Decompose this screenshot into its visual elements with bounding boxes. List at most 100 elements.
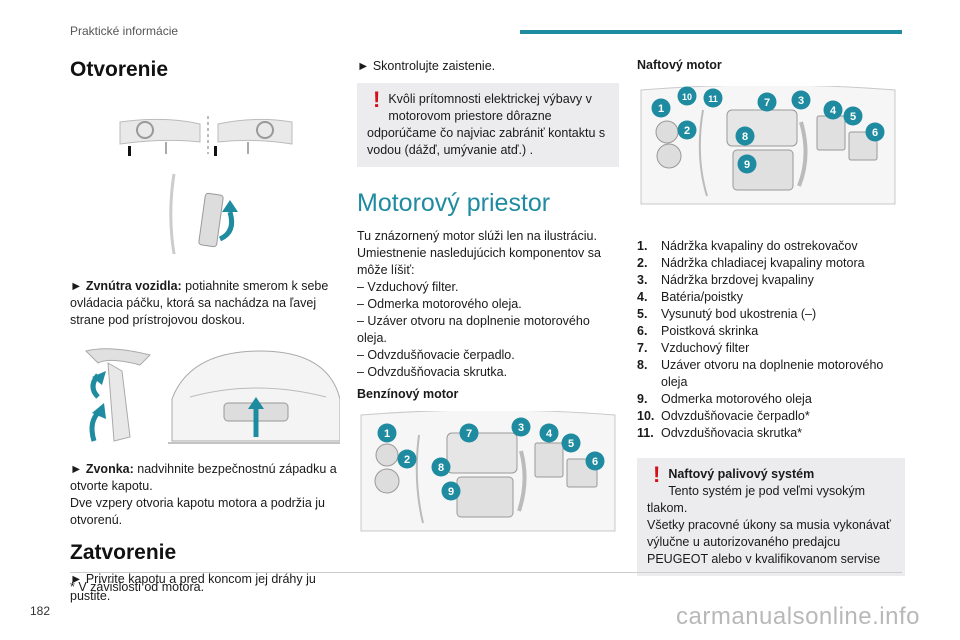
callout-label: 10 [682,92,692,102]
engine-intro: Tu znázornený motor slúži len na ilustrá… [357,229,601,277]
callout-6: 6 [865,122,885,142]
callout-6: 6 [585,451,605,471]
callout-2: 2 [397,449,417,469]
legend-number: 3. [637,273,648,287]
legend-number: 6. [637,324,648,338]
component-legend: 1. Nádržka kvapaliny do ostrekovačov 2. Nád… [637,238,905,442]
callout-3: 3 [791,90,811,110]
callout-label: 1 [658,103,664,115]
callout-label: 3 [518,422,524,434]
diesel-fuel-warning-text2: Všetky pracovné úkony sa musia vykonávať… [647,518,891,566]
legend-number: 11. [637,426,654,440]
callout-label: 4 [546,428,553,440]
callout-circle [843,106,863,126]
legend-number: 10. [637,409,655,423]
callout-label: 5 [850,111,856,123]
petrol-engine-title: Benzínový motor [357,387,459,401]
callout-circle [791,90,811,110]
legend-item: 5. Vysunutý bod ukostrenia (–) [637,306,905,323]
running-header: Praktické informácie [70,24,179,38]
check-lock-step: ► Skontrolujte zaistenie. [357,59,496,73]
legend-number: 8. [637,358,648,372]
callout-7: 7 [757,92,777,112]
callout-circle [431,457,451,477]
callout-circle [539,423,559,443]
callout-2: 2 [677,120,697,140]
watermark: carmanualsonline.info [676,603,920,630]
callout-1: 1 [651,98,671,118]
legend-item: 6. Poistková skrinka [637,323,905,340]
inside-vehicle-step: ► Zvnútra vozidla: potiahnite smerom k s… [70,279,329,327]
legend-text: Nádržka chladiacej kvapaliny motora [661,256,865,270]
diesel-fuel-warning-text: Tento systém je pod veľmi vysokým tlakom… [647,484,866,515]
legend-item: 10. Odvzdušňovacie čerpadlo* [637,408,905,425]
callout-label: 5 [568,438,574,450]
callout-circle [377,423,397,443]
legend-item: 3. Nádržka brzdovej kvapaliny [637,272,905,289]
footnote: * V závislosti od motora. [70,580,205,594]
legend-item: 2. Nádržka chladiacej kvapaliny motora [637,255,905,272]
legend-item: 9.Odmerka motorového oleja [637,391,905,408]
list-item: – Vzduchový filter. [357,280,459,294]
list-item: – Uzáver otvoru na doplnenie motorového … [357,314,590,345]
callout-circle [397,449,417,469]
callout-label: 2 [404,454,410,466]
callout-9: 9 [737,154,757,174]
callout-circle [703,88,723,108]
outside-vehicle-step: ► Zvonka: nadvihnite bezpečnostnú západk… [70,462,337,493]
legend-item: 11. Odvzdušňovacia skrutka* [637,425,905,442]
callout-circle [441,481,461,501]
callout-label: 4 [830,105,837,117]
callout-label: 1 [384,428,390,440]
legend-number: 5. [637,307,648,321]
closing-title: Zatvorenie [70,541,177,564]
callout-8: 8 [431,457,451,477]
list-item: – Odmerka motorového oleja. [357,297,522,311]
component-list: – Vzduchový filter. – Odmerka motorového… [357,279,619,381]
list-item: – Odvzdušňovacia skrutka. [357,365,508,379]
callout-circle [865,122,885,142]
callout-4: 4 [823,100,843,120]
callout-circle [737,154,757,174]
legend-text: Poistková skrinka [661,324,759,338]
callout-8: 8 [735,126,755,146]
callout-circle [757,92,777,112]
callout-label: 8 [742,131,748,143]
callout-label: 11 [708,94,718,104]
legend-text: Vysunutý bod ukostrenia (–) [661,307,817,321]
page-number: 182 [30,604,51,618]
diesel-engine-diagram: 1 10 11 7 3 4 56 2 8 9 [640,86,896,205]
diesel-engine-title: Naftový motor [637,58,722,72]
legend-text: Nádržka kvapaliny do ostrekovačov [661,239,858,253]
callout-circle [823,100,843,120]
warning-icon: ! [653,462,661,487]
callout-circle [561,433,581,453]
legend-item: 1. Nádržka kvapaliny do ostrekovačov [637,238,905,255]
legend-number: 1. [637,239,648,253]
callout-10: 10 [677,86,697,106]
legend-text: Batéria/poistky [661,290,743,304]
callout-1: 1 [377,423,397,443]
callout-4: 4 [539,423,559,443]
callout-label: 2 [684,125,690,137]
legend-text: Odvzdušňovacia skrutka* [661,426,803,440]
water-warning-text: Kvôli prítomnosti elektrickej výbavy v m… [367,92,606,157]
legend-text: Nádržka brzdovej kvapaliny [661,273,814,287]
warning-icon: ! [373,87,381,112]
footnote-divider [70,572,902,573]
dashboard-lever-illustration [119,116,293,254]
callout-5: 5 [843,106,863,126]
callout-circle [735,126,755,146]
list-item: – Odvzdušňovacie čerpadlo. [357,348,515,362]
legend-number: 2. [637,256,648,270]
callout-9: 9 [441,481,461,501]
engine-compartment-title: Motorový priestor [357,189,551,217]
callout-3: 3 [511,417,531,437]
legend-item: 7.Vzduchový filter [637,340,905,357]
closing-step: ► Privrite kapotu a pred koncom jej dráh… [70,572,316,603]
callout-circle [651,98,671,118]
callout-label: 3 [798,95,804,107]
legend-text: Odvzdušňovacie čerpadlo* [661,409,810,423]
